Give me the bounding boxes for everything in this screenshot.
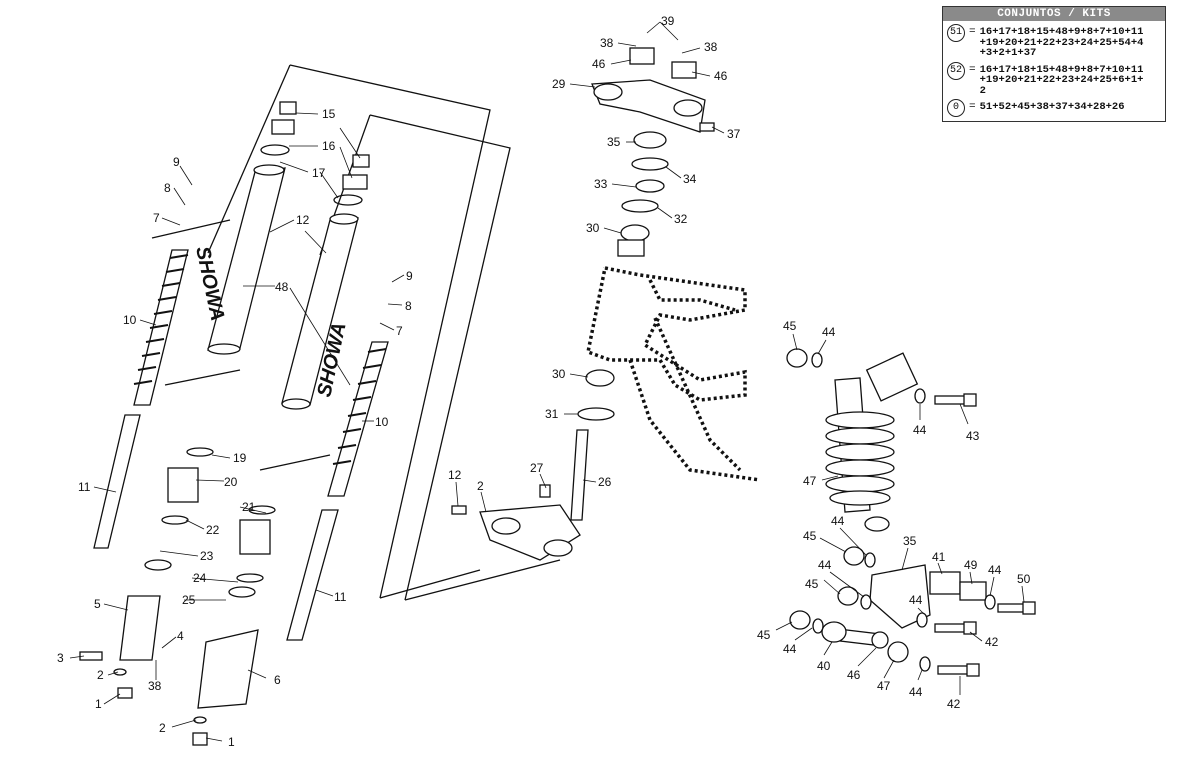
callout: 22 xyxy=(206,523,220,537)
callout: 45 xyxy=(803,529,817,543)
kits-table: CONJUNTOS / KITS 51 = 16+17+18+15+48+9+8… xyxy=(942,6,1166,122)
callout: 1 xyxy=(95,697,102,711)
callout: 21 xyxy=(242,500,256,514)
callout: 2 xyxy=(97,668,104,682)
callout: 38 xyxy=(600,36,614,50)
callout: 44 xyxy=(818,558,832,572)
callout: 42 xyxy=(947,697,961,711)
callout: 2 xyxy=(159,721,166,735)
callout: 3 xyxy=(57,651,64,665)
callout: 44 xyxy=(783,642,797,656)
callout: 38 xyxy=(148,679,162,693)
callout: 43 xyxy=(966,429,980,443)
callout: 9 xyxy=(173,155,180,169)
callout: 25 xyxy=(182,593,196,607)
callout: 6 xyxy=(274,673,281,687)
callout: 15 xyxy=(322,107,336,121)
callout: 42 xyxy=(985,635,999,649)
callout: 12 xyxy=(296,213,310,227)
callout: 37 xyxy=(727,127,741,141)
callout: 47 xyxy=(877,679,891,693)
callout: 9 xyxy=(406,269,413,283)
callout: 49 xyxy=(964,558,978,572)
callout: 30 xyxy=(552,367,566,381)
kit-equals: = xyxy=(969,26,976,38)
kit-equals: = xyxy=(969,101,976,113)
fork-brand-text: SHOWA xyxy=(191,244,228,322)
callout: 2 xyxy=(477,479,484,493)
callout: 16 xyxy=(322,139,336,153)
callout: 47 xyxy=(803,474,817,488)
callout: 7 xyxy=(396,324,403,338)
callout: 41 xyxy=(932,550,946,564)
kit-contents: 16+17+18+15+48+9+8+7+10+11+19+20+21+22+2… xyxy=(979,63,1144,97)
callout: 46 xyxy=(847,668,861,682)
callout: 8 xyxy=(164,181,171,195)
callout: 27 xyxy=(530,461,544,475)
callout: 50 xyxy=(1017,572,1031,586)
callouts: 15 16 17 12 48 9 8 7 10 11 9 8 7 10 11 1… xyxy=(57,14,1031,749)
callout: 19 xyxy=(233,451,247,465)
kit-contents: 51+52+45+38+37+34+28+26 xyxy=(979,101,1125,113)
callout: 44 xyxy=(822,325,836,339)
callout: 32 xyxy=(674,212,688,226)
kits-title: CONJUNTOS / KITS xyxy=(943,7,1165,21)
callout: 10 xyxy=(123,313,137,327)
callout: 44 xyxy=(831,514,845,528)
callout: 26 xyxy=(598,475,612,489)
callout: 8 xyxy=(405,299,412,313)
callout: 45 xyxy=(805,577,819,591)
callout: 17 xyxy=(312,166,326,180)
kit-id-badge: 0 xyxy=(947,99,965,117)
callout: 34 xyxy=(683,172,697,186)
callout: 39 xyxy=(661,14,675,28)
kit-id-badge: 51 xyxy=(947,24,965,42)
callout: 44 xyxy=(909,593,923,607)
callout: 44 xyxy=(988,563,1002,577)
callout: 4 xyxy=(177,629,184,643)
kit-row: 0 = 51+52+45+38+37+34+28+26 xyxy=(947,99,1161,117)
callout: 44 xyxy=(913,423,927,437)
callout: 5 xyxy=(94,597,101,611)
kit-equals: = xyxy=(969,63,976,76)
callout: 33 xyxy=(594,177,608,191)
callout: 24 xyxy=(193,571,207,585)
kit-row: 52 = 16+17+18+15+48+9+8+7+10+11+19+20+21… xyxy=(947,61,1161,97)
callout: 35 xyxy=(903,534,917,548)
callout: 1 xyxy=(228,735,235,749)
kit-id-badge: 52 xyxy=(947,61,965,80)
callout: 10 xyxy=(375,415,389,429)
callout: 23 xyxy=(200,549,214,563)
callout: 20 xyxy=(224,475,238,489)
callout: 11 xyxy=(78,480,91,494)
callout: 45 xyxy=(783,319,797,333)
callout: 45 xyxy=(757,628,771,642)
callout: 46 xyxy=(592,57,606,71)
callout: 48 xyxy=(275,280,289,294)
callout: 29 xyxy=(552,77,566,91)
callout: 31 xyxy=(545,407,559,421)
callout: 11 xyxy=(334,590,347,604)
kit-row: 51 = 16+17+18+15+48+9+8+7+10+11+19+20+21… xyxy=(947,24,1161,59)
callout: 46 xyxy=(714,69,728,83)
callout: 44 xyxy=(909,685,923,699)
kit-contents: 16+17+18+15+48+9+8+7+10+11+19+20+21+22+2… xyxy=(979,26,1144,59)
callout: 30 xyxy=(586,221,600,235)
callout: 12 xyxy=(448,468,462,482)
callout: 38 xyxy=(704,40,718,54)
callout: 7 xyxy=(153,211,160,225)
callout: 40 xyxy=(817,659,831,673)
callout: 35 xyxy=(607,135,621,149)
